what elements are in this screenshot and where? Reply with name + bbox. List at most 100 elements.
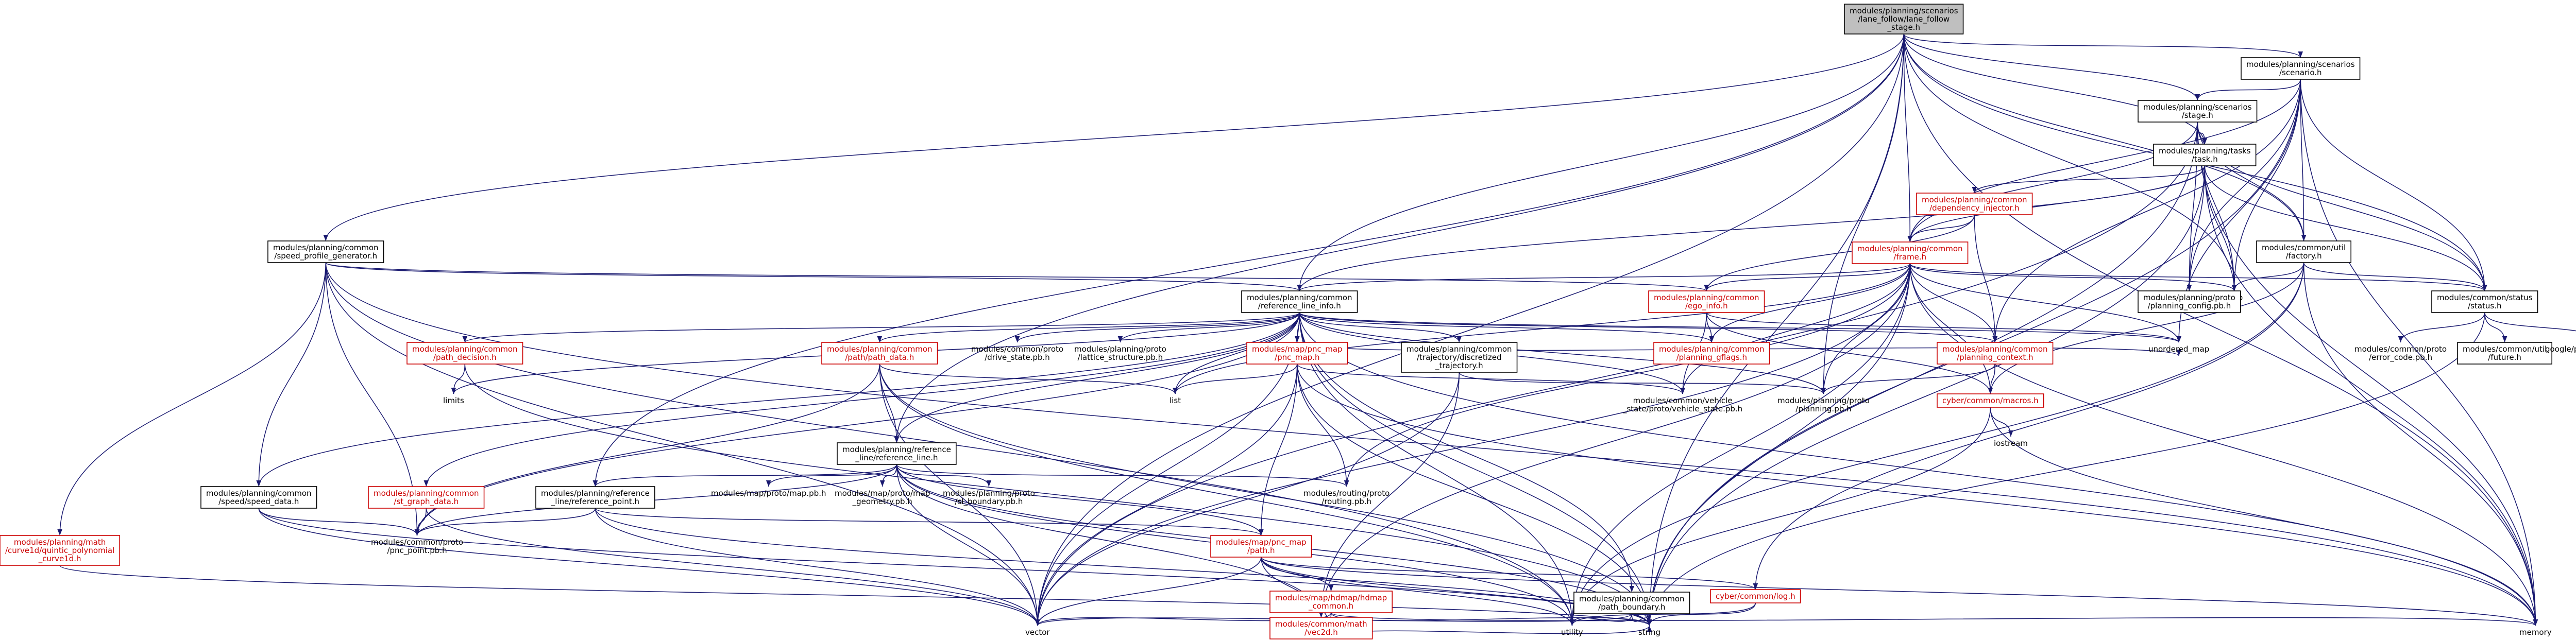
edge-pnc-path-to-hdmap-common <box>1261 557 1334 592</box>
edge-ref-line-to-ref-point <box>592 464 897 487</box>
node-cyber-log[interactable]: cyber/common/log.h <box>1710 589 1801 603</box>
edge-speed-profile-to-pnc-point <box>325 262 420 536</box>
node-label: cyber/common/macros.h <box>1942 396 2039 405</box>
node-label: unordered_map <box>2148 344 2209 354</box>
edge-ref-line-info-to-planning-gflags <box>1299 312 1714 343</box>
node-label: /planning_context.h <box>1957 353 2033 362</box>
node-label: _geometry.pb.h <box>852 497 912 507</box>
node-box <box>267 240 384 263</box>
node-speed-profile[interactable]: modules/planning/common/speed_profile_ge… <box>267 240 384 263</box>
node-label: /speed/speed_data.h <box>218 497 299 507</box>
node-st-graph-data[interactable]: modules/planning/common/st_graph_data.h <box>368 486 485 509</box>
edge-cyber-macros-to-utility <box>1569 407 1991 626</box>
edge-ref-line-info-to-unordered-map <box>1299 312 2181 343</box>
edge-pnc-map-to-list <box>1173 364 1298 394</box>
node-scenario[interactable]: modules/planning/scenarios/scenario.h <box>2241 57 2361 80</box>
node-planning-pb: modules/planning/proto/planning.pb.h <box>1777 396 1870 413</box>
edge-ref-line-info-to-path-decision <box>462 312 1300 343</box>
edge-task-to-planning-config <box>2187 165 2206 291</box>
node-label: /curve1d/quintic_polynomial <box>5 546 114 556</box>
node-label: iostream <box>1994 439 2028 448</box>
node-routing-pb: modules/routing/proto/routing.pb.h <box>1303 489 1389 506</box>
node-planning-config[interactable]: modules/planning/proto/planning_config.p… <box>2138 290 2241 313</box>
node-dep-injector[interactable]: modules/planning/common/dependency_injec… <box>1916 193 2033 215</box>
edge-path-data-to-utility <box>879 364 1575 626</box>
node-stage[interactable]: modules/planning/scenarios/stage.h <box>2138 100 2258 123</box>
node-path-decision[interactable]: modules/planning/common/path_decision.h <box>406 342 523 365</box>
node-future[interactable]: modules/common/util/future.h <box>2457 342 2552 365</box>
edge-pnc-map-to-string <box>1297 364 1652 626</box>
edge-scenario-to-stage <box>2195 79 2301 101</box>
node-pnc-path[interactable]: modules/map/pnc_map/path.h <box>1210 535 1312 558</box>
node-status[interactable]: modules/common/status/status.h <box>2431 290 2538 313</box>
edge-pnc-path-to-cyber-log <box>1261 557 1758 590</box>
node-speed-data[interactable]: modules/planning/common/speed/speed_data… <box>200 486 317 509</box>
node-label: cyber/common/log.h <box>1716 592 1795 601</box>
node-label: /stage.h <box>2182 111 2213 120</box>
edge-pnc-path-to-memory <box>1261 557 2538 626</box>
node-ref-line-info[interactable]: modules/planning/common/reference_line_i… <box>1241 290 1358 313</box>
edge-ref-line-info-to-vector <box>1035 312 1300 626</box>
edge-root-to-memory <box>1903 33 2538 626</box>
node-box <box>1937 342 2054 365</box>
node-box <box>2138 100 2258 123</box>
node-label: /frame.h <box>1893 252 1926 262</box>
node-box <box>2431 290 2538 313</box>
node-box <box>1241 290 1358 313</box>
node-cyber-macros[interactable]: cyber/common/macros.h <box>1937 393 2044 408</box>
node-disc-traj[interactable]: modules/planning/common/trajectory/discr… <box>1401 342 1518 373</box>
node-box <box>1653 342 1770 365</box>
node-label: modules/planning/proto <box>943 489 1035 498</box>
node-factory[interactable]: modules/common/util/factory.h <box>2256 240 2351 263</box>
edge-factory-to-cyber-log <box>1753 262 2304 590</box>
node-list: list <box>1170 396 1181 405</box>
node-pnc-map[interactable]: modules/map/pnc_map/pnc_map.h <box>1246 342 1348 365</box>
edge-frame-to-map <box>1909 263 2237 291</box>
node-label: modules/planning/common <box>1406 344 1512 354</box>
node-label: modules/planning/common <box>206 489 312 498</box>
node-task[interactable]: modules/planning/tasks/task.h <box>2153 144 2257 166</box>
node-ref-point[interactable]: modules/planning/reference_line/referenc… <box>535 486 655 509</box>
node-hdmap-common[interactable]: modules/map/hdmap/hdmap_common.h <box>1269 591 1393 613</box>
node-planning-gflags[interactable]: modules/planning/common/planning_gflags.… <box>1653 342 1770 365</box>
edge-frame-to-vec2d <box>1318 263 1911 618</box>
node-label: modules/planning/common <box>1922 195 2027 204</box>
node-root[interactable]: modules/planning/scenarios/lane_follow/l… <box>1844 4 1964 34</box>
edge-ego-info-to-cyber-macros <box>1706 312 1993 394</box>
edge-speed-profile-to-speed-data <box>256 262 327 487</box>
edge-ref-line-info-to-path-data <box>877 312 1300 343</box>
edge-task-to-map <box>2204 165 2237 291</box>
node-label: _line/reference_point.h <box>551 497 639 507</box>
node-label: /path/path_data.h <box>845 353 914 362</box>
node-label: modules/routing/proto <box>1303 489 1389 498</box>
edge-speed-profile-to-memory <box>325 262 2538 626</box>
node-box <box>368 486 485 509</box>
node-label: /vec2d.h <box>1304 628 1338 637</box>
node-path-boundary[interactable]: modules/planning/common/path_boundary.h <box>1573 592 1690 614</box>
node-vec2d[interactable]: modules/common/math/vec2d.h <box>1269 617 1373 639</box>
node-sl-boundary: modules/planning/proto/sl_boundary.pb.h <box>943 489 1035 507</box>
node-label: /path.h <box>1247 546 1275 555</box>
edge-ref-line-to-vec2d <box>896 464 1324 618</box>
node-frame[interactable]: modules/planning/common/frame.h <box>1852 241 1969 264</box>
node-ref-line[interactable]: modules/planning/reference_line/referenc… <box>837 442 957 465</box>
node-label: modules/planning/common <box>273 243 379 252</box>
edge-ref-line-info-to-planning-context <box>1299 312 1997 343</box>
edge-frame-to-unordered-map <box>1909 263 2181 343</box>
node-ego-info[interactable]: modules/planning/common/ego_info.h <box>1648 290 1765 313</box>
node-planning-context[interactable]: modules/planning/common/planning_context… <box>1937 342 2054 365</box>
node-box <box>1937 393 2044 408</box>
edge-speed-profile-to-ref-line-info <box>325 262 1302 291</box>
node-label: list <box>1170 396 1181 405</box>
node-label: modules/common/proto <box>2354 344 2447 354</box>
node-label: modules/planning/common <box>412 344 518 354</box>
node-cubic-spiral[interactable]: modules/planning/math/curve1d/quintic_po… <box>0 535 121 566</box>
edge-ref-line-to-map-geometry <box>879 464 897 487</box>
edge-ref-line-info-to-st-graph-data <box>423 312 1300 487</box>
edge-disc-traj-to-vec2d <box>1318 372 1460 618</box>
node-path-data[interactable]: modules/planning/common/path/path_data.h <box>821 342 938 365</box>
edge-hdmap-common-to-string <box>1330 612 1652 626</box>
edge-stage-to-memory <box>2197 122 2538 626</box>
edge-scenario-to-map <box>2231 79 2301 291</box>
node-box <box>1269 591 1393 613</box>
